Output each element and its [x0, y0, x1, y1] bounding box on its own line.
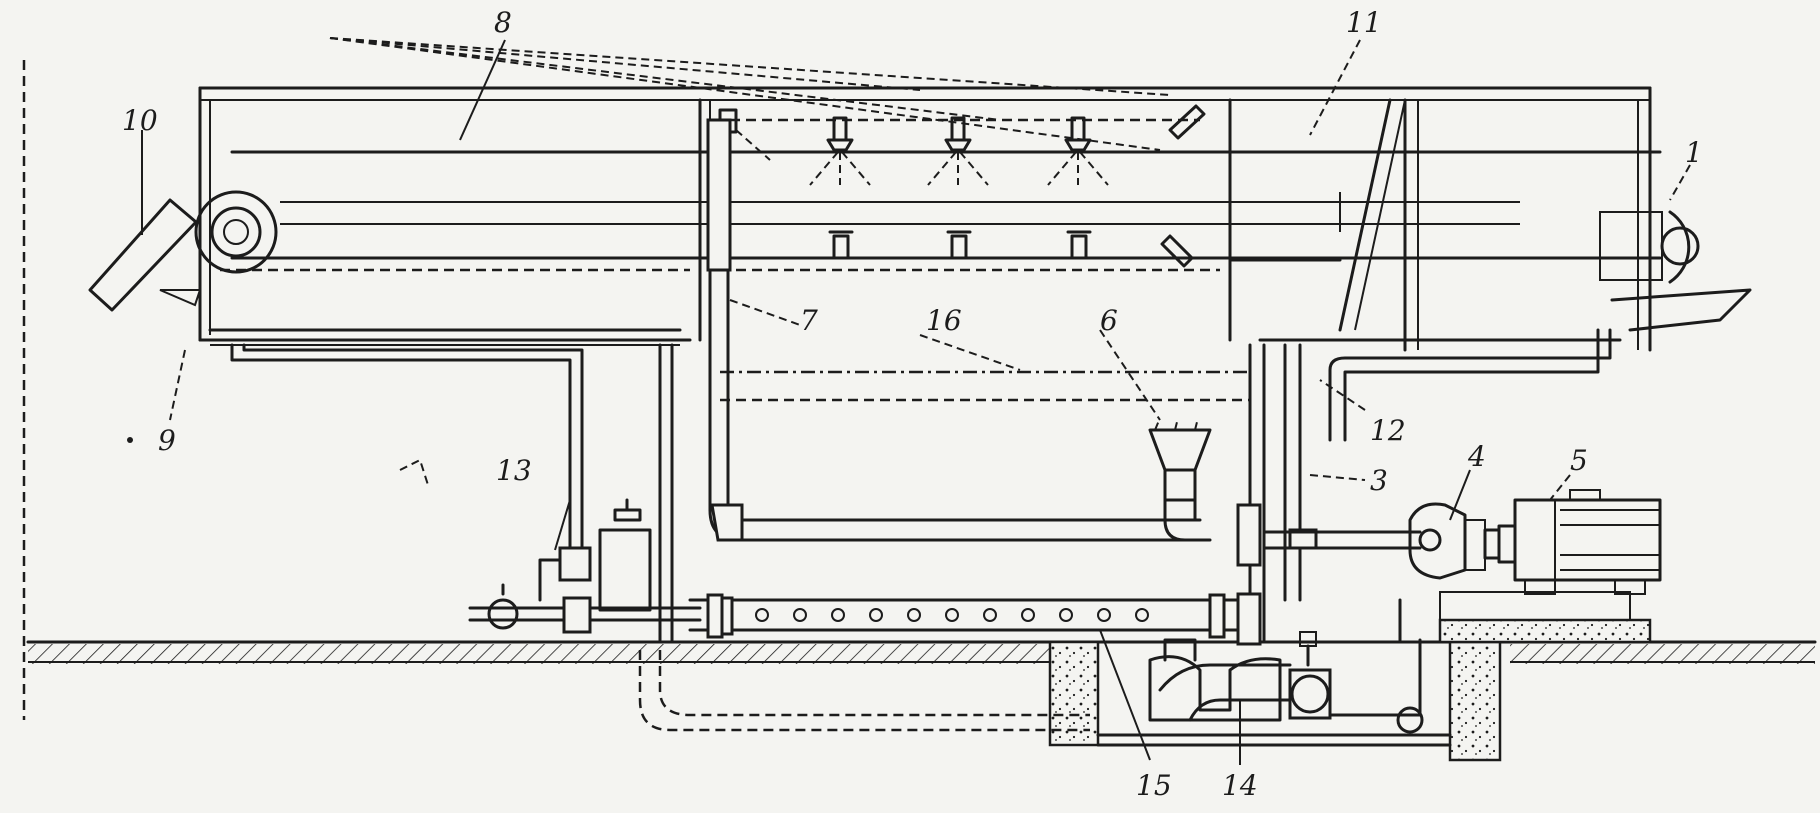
perforation-hole: [1135, 608, 1149, 622]
pipe-vertical: [1236, 343, 1318, 646]
spray-nozzle: [946, 230, 972, 260]
conveyor-belt: [230, 150, 1662, 260]
perforation-hole: [1021, 608, 1035, 622]
callout-3: 3: [1370, 464, 1388, 497]
callout-13: 13: [496, 454, 532, 487]
callout-11: 11: [1346, 6, 1382, 39]
stray-mark: [127, 437, 429, 486]
perforation-hole: [1097, 608, 1111, 622]
pump-foundation: [1438, 591, 1652, 644]
perforation-hole: [945, 608, 959, 622]
spray-nozzle: [809, 116, 871, 186]
suction-elbow: [1158, 663, 1292, 722]
callout-16: 16: [926, 304, 962, 337]
perforation-hole: [831, 608, 845, 622]
coupling: [1483, 524, 1517, 564]
perforation-hole: [793, 608, 807, 622]
pit-pump: [1148, 631, 1332, 722]
inclined-guide: [1338, 98, 1392, 332]
perforation-hole: [755, 608, 769, 622]
spray-nozzle: [1066, 230, 1092, 260]
spray-nozzle: [828, 230, 854, 260]
callout-5: 5: [1570, 444, 1588, 477]
hopper: [1148, 417, 1212, 542]
perforation-hole: [869, 608, 883, 622]
drive-drum-left: [194, 190, 278, 274]
pump: [1408, 502, 1486, 580]
perforated-pipe: [688, 593, 1242, 639]
perforation-hole: [983, 608, 997, 622]
callout-12: 12: [1370, 414, 1406, 447]
callout-leaders: [141, 37, 1691, 765]
drain-pipe: [208, 328, 682, 642]
return-pipe: [1328, 598, 1424, 734]
callout-14: 14: [1222, 769, 1258, 802]
overflow-pipe: [1328, 328, 1612, 442]
inclined-guide: [1354, 99, 1406, 331]
perforation-hole: [907, 608, 921, 622]
tank-housing: [198, 86, 1652, 352]
discharge-chute: [1610, 288, 1752, 332]
spray-nozzle: [1160, 234, 1194, 268]
callout-8: 8: [494, 6, 512, 39]
pipe-riser: [706, 118, 1202, 542]
loading-chute: [88, 198, 202, 312]
callout-6: 6: [1100, 304, 1118, 337]
inlet-valve: [468, 583, 702, 634]
electric-motor: [1513, 489, 1662, 595]
supply-pipe: [1262, 530, 1422, 550]
callout-9: 9: [158, 424, 176, 457]
callout-1: 1: [1685, 136, 1703, 169]
callout-7: 7: [800, 304, 818, 337]
foundation-pit: [1048, 640, 1502, 762]
callout-15: 15: [1136, 769, 1172, 802]
callout-10: 10: [122, 104, 158, 137]
spray-nozzle: [1168, 104, 1206, 140]
underground-pipe: [638, 650, 1090, 732]
ground-hatching: [28, 644, 1815, 664]
callout-4: 4: [1467, 440, 1486, 473]
drive-drum-right: [1599, 210, 1700, 284]
perforation-hole: [1059, 608, 1073, 622]
valve: [538, 498, 652, 612]
spray-nozzle: [927, 116, 989, 186]
